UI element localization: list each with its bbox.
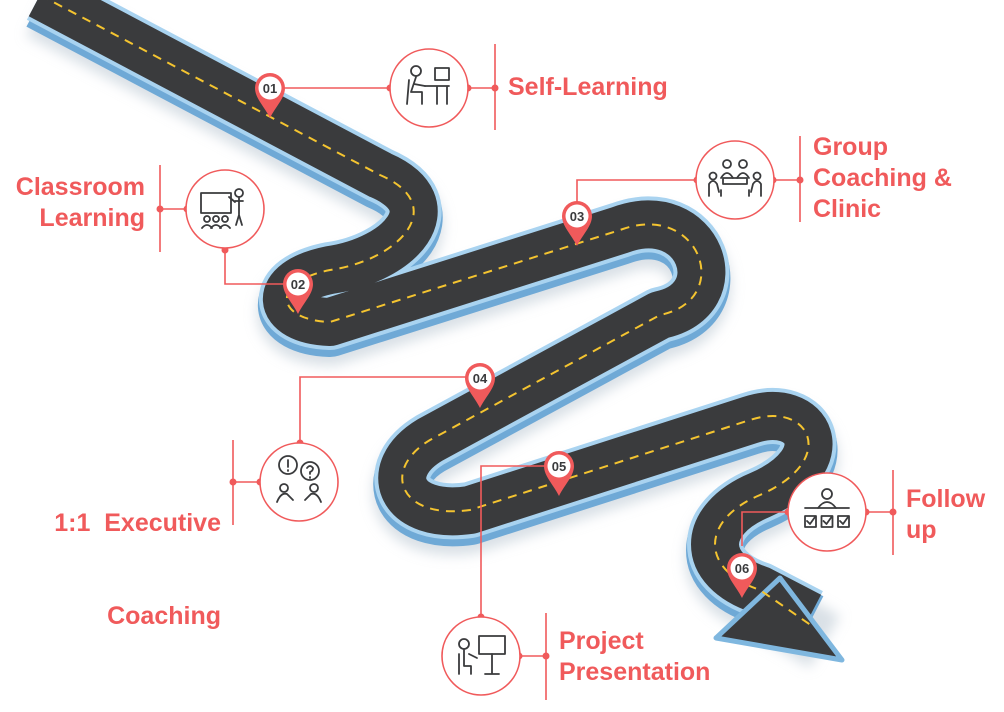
conversation-icon: [276, 455, 322, 503]
step-02-label-line-1: Classroom: [15, 173, 145, 201]
pin-inner: [547, 454, 571, 478]
pin-inner: [258, 76, 282, 100]
pin-inner: [565, 204, 589, 228]
step-03-label-line-1: Group: [813, 133, 888, 161]
icon-circle-02: [185, 169, 265, 249]
pin-number: 04: [473, 371, 488, 386]
step-03-label-line-2: Coaching &: [813, 164, 952, 192]
pin-number: 06: [735, 561, 749, 576]
pin-inner: [730, 556, 754, 580]
connector-02: [224, 250, 288, 285]
icon-circle-04: [259, 442, 339, 522]
step-03-label-line-3: Clinic: [813, 195, 882, 223]
pin-01: 01: [255, 73, 285, 118]
pin-05: 05: [544, 451, 574, 496]
road: [25, 0, 845, 668]
icon-circle-03: [695, 140, 775, 220]
pin-number: 03: [570, 209, 584, 224]
step-04-label-line-2: Coaching: [107, 602, 221, 630]
step-06-label: Follow up: [906, 484, 985, 546]
pin-number: 02: [291, 277, 305, 292]
pin-02: 02: [283, 269, 313, 314]
classroom-icon: [200, 188, 244, 229]
checklist-icon: [804, 488, 850, 528]
lane-divider: [47, 0, 816, 629]
pin-inner: [286, 272, 310, 296]
desk-computer-icon: [406, 65, 450, 105]
step-02-label: Classroom Learning: [16, 172, 145, 234]
pin-04: 04: [464, 362, 496, 408]
step-02-label-line-2: Learning: [39, 204, 145, 232]
pin-inner: [468, 366, 492, 390]
road-arrow-head: [713, 575, 845, 663]
step-03-label: Group Coaching & Clinic: [813, 132, 952, 225]
pin-number: 05: [552, 459, 566, 474]
icon-circle-01: [389, 48, 469, 128]
step-04-label: 1:1 Executive Coaching: [54, 446, 221, 663]
connector-04: [299, 376, 466, 443]
step-01-label-line: Self-Learning: [508, 73, 668, 101]
step-01-label: Self-Learning: [508, 72, 668, 103]
icon-circle-05: [441, 616, 521, 696]
step-04-label-line-1: 1:1 Executive: [54, 509, 221, 537]
pin-03: 03: [562, 201, 592, 246]
presentation-icon: [458, 635, 506, 675]
connector-03: [576, 179, 697, 210]
step-05-label-line-1: Project: [559, 627, 644, 655]
icon-circle-06: [787, 472, 867, 552]
connector-05: [480, 465, 545, 617]
step-06-label-line-2: up: [906, 516, 937, 544]
milestone-pins: 01 02 03 04 05 06: [255, 73, 757, 598]
step-05-label: Project Presentation: [559, 626, 710, 688]
step-05-label-line-2: Presentation: [559, 658, 711, 686]
connectors: [159, 44, 894, 700]
pin-06: 06: [727, 553, 757, 598]
step-06-label-line-1: Follow: [906, 485, 986, 513]
connector-06: [741, 511, 788, 546]
pin-number: 01: [263, 81, 277, 96]
group-meeting-icon: [708, 159, 762, 197]
